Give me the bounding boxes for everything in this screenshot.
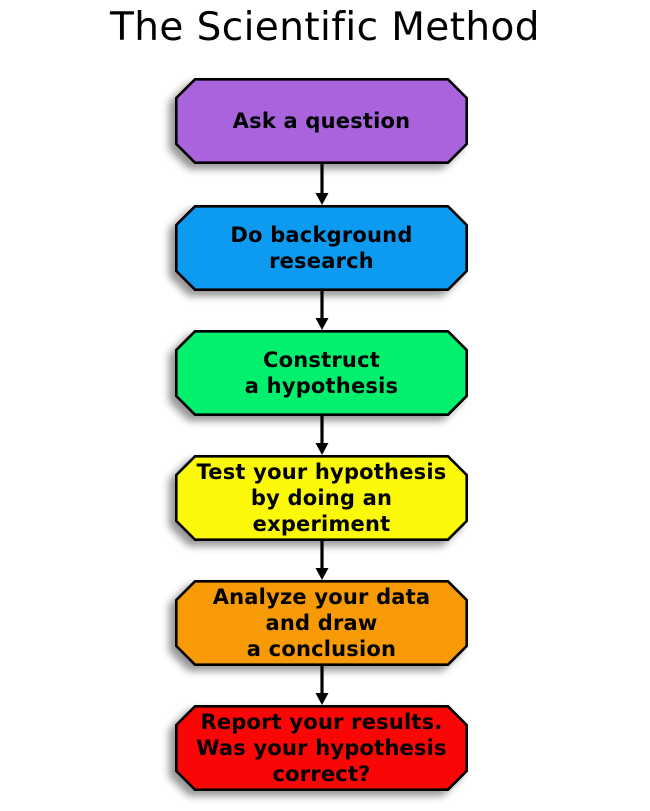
flow-arrow-1 (313, 164, 331, 205)
node-fill (175, 330, 468, 416)
flow-arrow-3 (313, 416, 331, 455)
flow-arrow-4 (313, 541, 331, 580)
octagon-shape: Ask a question (169, 78, 468, 169)
node-fill (175, 580, 468, 666)
flow-arrow-2 (313, 291, 331, 330)
flowchart-node-1[interactable]: Ask a question (169, 78, 468, 169)
node-fill (175, 455, 468, 541)
node-fill (175, 78, 468, 164)
page-title: The Scientific Method (110, 5, 540, 50)
flow-arrow-5 (313, 666, 331, 705)
node-fill (175, 205, 468, 291)
node-fill (175, 705, 468, 791)
